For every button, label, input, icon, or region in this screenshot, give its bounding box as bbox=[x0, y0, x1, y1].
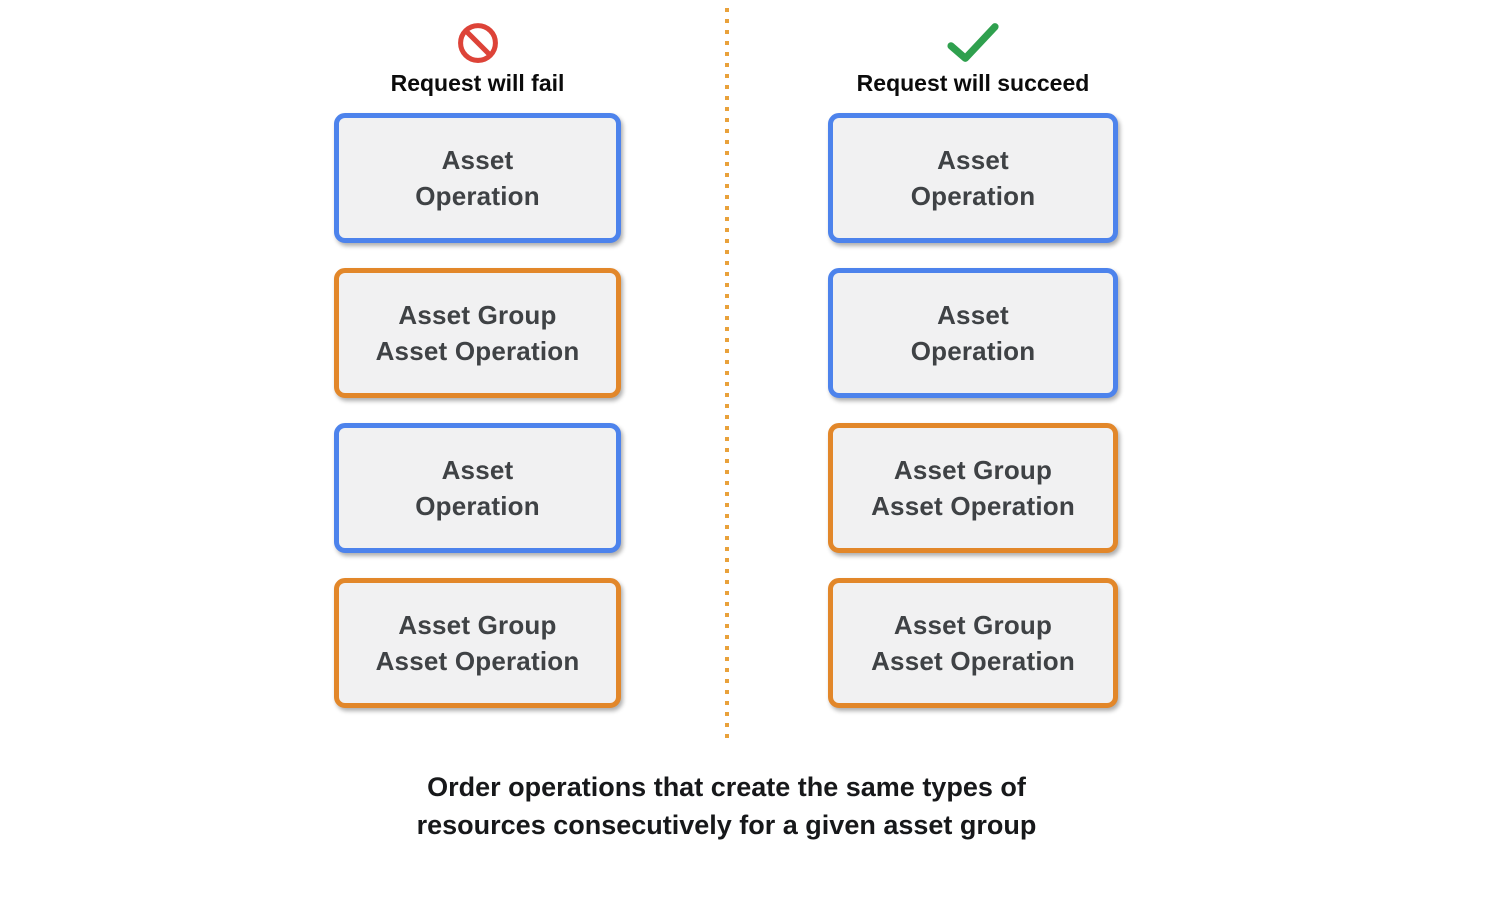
prohibition-icon bbox=[456, 20, 500, 66]
asset-operation-box: Asset Operation bbox=[828, 268, 1118, 398]
box-label-line: Asset Operation bbox=[871, 646, 1075, 676]
asset-operation-box: Asset Operation bbox=[334, 423, 621, 553]
box-label-line: Asset Operation bbox=[871, 491, 1075, 521]
box-label-line: Operation bbox=[415, 491, 540, 521]
box-label-line: Asset Group bbox=[398, 610, 557, 640]
checkmark-icon bbox=[944, 20, 1002, 66]
box-label-line: Asset Operation bbox=[375, 336, 580, 366]
asset-group-asset-operation-box: Asset Group Asset Operation bbox=[334, 268, 621, 398]
asset-group-asset-operation-box: Asset Group Asset Operation bbox=[828, 578, 1118, 708]
succeed-column-header: Request will succeed bbox=[856, 70, 1090, 96]
asset-operation-box: Asset Operation bbox=[828, 113, 1118, 243]
box-label-line: Operation bbox=[415, 181, 540, 211]
fail-box-list: Asset Operation Asset Group Asset Operat… bbox=[334, 113, 621, 708]
caption: Order operations that create the same ty… bbox=[0, 768, 1453, 844]
box-label-line: Asset bbox=[441, 455, 514, 485]
asset-group-asset-operation-box: Asset Group Asset Operation bbox=[828, 423, 1118, 553]
box-label-line: Asset bbox=[937, 145, 1009, 175]
box-label-line: Asset Group bbox=[893, 455, 1053, 485]
fail-column-header: Request will fail bbox=[390, 70, 565, 96]
caption-line: Order operations that create the same ty… bbox=[427, 772, 1026, 802]
succeed-box-list: Asset Operation Asset Operation Asset Gr… bbox=[828, 113, 1118, 708]
dotted-divider bbox=[725, 8, 729, 738]
box-label-line: Asset Operation bbox=[375, 646, 580, 676]
fail-column: Request will fail Asset Operation Asset … bbox=[334, 20, 621, 708]
box-label-line: Operation bbox=[910, 336, 1036, 366]
box-label-line: Asset Group bbox=[398, 300, 557, 330]
box-label-line: Asset bbox=[937, 300, 1009, 330]
succeed-column: Request will succeed Asset Operation Ass… bbox=[828, 20, 1118, 708]
box-label-line: Asset bbox=[441, 145, 514, 175]
box-label-line: Asset Group bbox=[893, 610, 1053, 640]
box-label-line: Operation bbox=[910, 181, 1036, 211]
caption-line: resources consecutively for a given asse… bbox=[416, 810, 1037, 840]
asset-operation-box: Asset Operation bbox=[334, 113, 621, 243]
asset-group-asset-operation-box: Asset Group Asset Operation bbox=[334, 578, 621, 708]
